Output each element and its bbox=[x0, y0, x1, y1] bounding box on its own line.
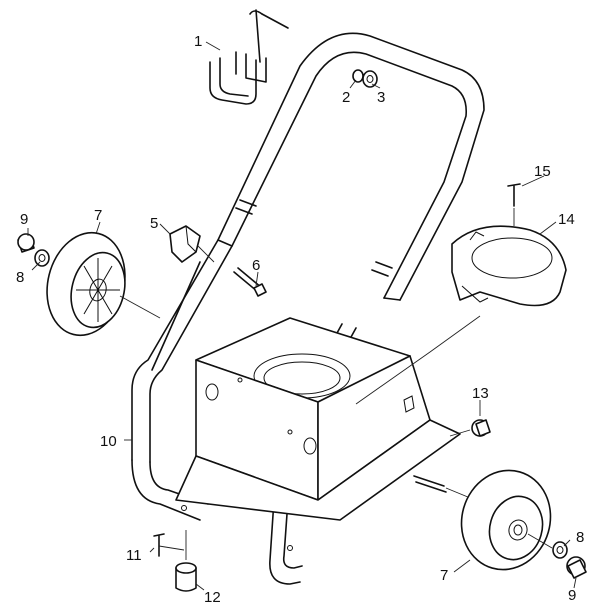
wheel-cap-left bbox=[17, 233, 50, 267]
callout-labels: 1 2 3 9 7 5 8 6 15 14 10 13 11 12 8 7 9 bbox=[16, 33, 584, 606]
callout-13: 13 bbox=[472, 385, 489, 402]
screw-part-11 bbox=[153, 533, 185, 557]
screw-part-15 bbox=[507, 183, 521, 226]
hose-holder-part-1 bbox=[209, 9, 289, 105]
callout-11: 11 bbox=[126, 547, 142, 564]
foot-part-12 bbox=[175, 530, 197, 592]
callout-9-right: 9 bbox=[568, 587, 576, 604]
callout-3: 3 bbox=[377, 89, 385, 106]
callout-1: 1 bbox=[194, 33, 202, 50]
wheel-cap-right bbox=[552, 541, 587, 579]
callout-10: 10 bbox=[100, 433, 117, 450]
knob-part-5 bbox=[169, 225, 215, 263]
callout-7-right: 7 bbox=[440, 567, 448, 584]
callout-8-left: 8 bbox=[16, 269, 24, 286]
callout-12: 12 bbox=[204, 589, 221, 606]
washers-part-2-3 bbox=[352, 69, 378, 88]
bolt-part-6 bbox=[233, 267, 267, 297]
callout-14: 14 bbox=[558, 211, 575, 228]
frame-handle bbox=[131, 32, 485, 585]
cup-part-14 bbox=[355, 225, 567, 405]
callout-15: 15 bbox=[534, 163, 551, 180]
wheel-right-part-7 bbox=[460, 469, 553, 571]
callout-9-left: 9 bbox=[20, 211, 28, 228]
callout-8-right: 8 bbox=[576, 529, 584, 546]
chassis-base bbox=[175, 317, 461, 551]
callout-2: 2 bbox=[342, 89, 350, 106]
fitting-part-13 bbox=[449, 419, 491, 437]
wheel-left-part-7 bbox=[46, 231, 161, 337]
callout-7-left: 7 bbox=[94, 207, 102, 224]
callout-leaders bbox=[27, 41, 577, 591]
callout-6: 6 bbox=[252, 257, 260, 274]
callout-5: 5 bbox=[150, 215, 158, 232]
